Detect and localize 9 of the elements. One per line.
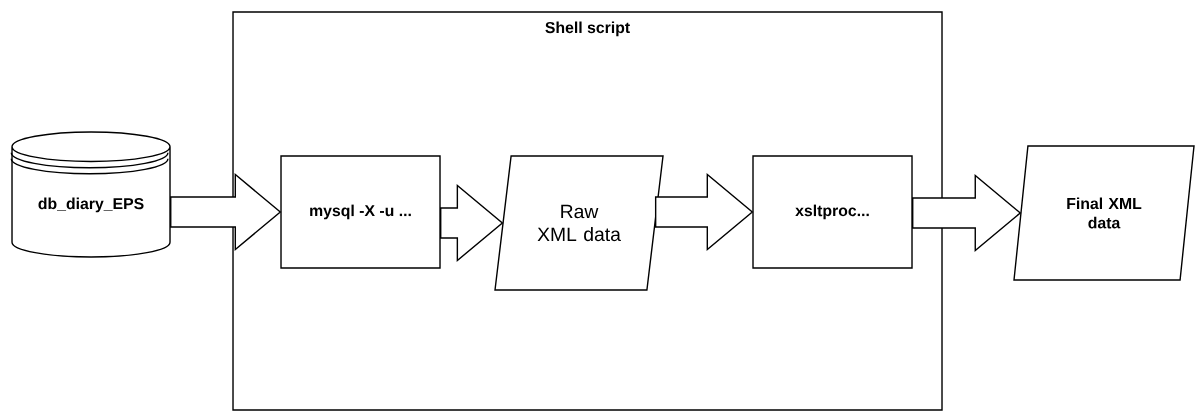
- block-arrow: [912, 173, 1022, 252]
- block-arrow: [654, 172, 754, 251]
- block-arrow: [440, 184, 504, 262]
- data-parallelogram: Raw XML data: [494, 155, 664, 291]
- block-arrow: [170, 172, 282, 251]
- process-box: xsltproc...: [752, 155, 913, 269]
- database-cylinder: db_diary_EPS: [10, 131, 171, 258]
- process-box: mysql -X -u ...: [280, 155, 441, 269]
- data-parallelogram: Final XML data: [1013, 145, 1195, 281]
